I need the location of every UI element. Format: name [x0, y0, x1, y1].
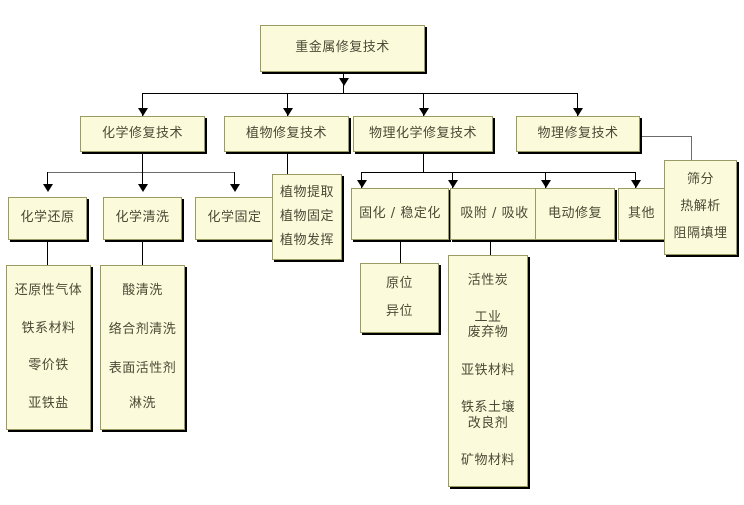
adsorption-item-4b: 改良剂 — [467, 415, 509, 431]
connector-reduction-down — [47, 240, 48, 265]
node-solidification-stabilization[interactable]: 固化 / 稳定化 — [351, 188, 449, 240]
connector-bus-level2 — [142, 93, 578, 94]
connector-solidification-down — [400, 240, 401, 263]
solidification-item-2: 异位 — [385, 303, 413, 319]
node-adsorption-absorption-label: 吸附 / 吸收 — [460, 205, 529, 221]
node-other-label: 其他 — [627, 205, 655, 221]
arrow-adsorption — [448, 180, 458, 188]
connector-bus-chem-c2 — [142, 172, 143, 190]
connector-bus-chemical — [47, 172, 234, 173]
node-physical-remediation-label: 物理修复技术 — [537, 125, 619, 141]
arrow-level2-2 — [283, 108, 293, 116]
node-chemical-reduction-label: 化学还原 — [20, 210, 75, 226]
physical-item-3: 阻隔填埋 — [673, 226, 728, 242]
connector-chemical-down — [142, 152, 143, 172]
connector-physical-down — [691, 136, 692, 160]
adsorption-item-2b: 废弃物 — [467, 325, 509, 341]
node-physicochemical-remediation-label: 物理化学修复技术 — [368, 125, 477, 141]
adsorption-item-3: 亚铁材料 — [460, 362, 515, 378]
plant-item-1: 植物提取 — [279, 184, 334, 200]
washing-item-3b: 淋洗 — [128, 395, 156, 411]
node-physical-items[interactable]: 筛分 热解析 阻隔填埋 — [664, 160, 737, 255]
node-root-label: 重金属修复技术 — [295, 40, 390, 56]
node-physicochemical-remediation[interactable]: 物理化学修复技术 — [353, 116, 493, 152]
node-plant-remediation-label: 植物修复技术 — [245, 125, 327, 141]
node-chemical-washing[interactable]: 化学清洗 — [103, 197, 182, 240]
adsorption-item-2a: 工业 — [474, 310, 502, 325]
node-electrokinetic-remediation-label: 电动修复 — [547, 205, 602, 221]
node-chemical-fixation[interactable]: 化学固定 — [195, 197, 274, 240]
connector-bus-l2-c1 — [142, 93, 143, 116]
arrow-chemical-fixation — [230, 184, 240, 192]
connector-bus-l2-c2 — [287, 93, 288, 116]
arrow-level2-3 — [419, 108, 429, 116]
connector-physical-right — [640, 136, 691, 137]
node-chemical-washing-label: 化学清洗 — [115, 210, 170, 226]
connector-bus-chem-c1 — [47, 172, 48, 190]
washing-item-3a: 表面活性剂 — [108, 360, 177, 376]
solidification-item-1: 原位 — [385, 275, 413, 291]
node-electrokinetic-remediation[interactable]: 电动修复 — [535, 188, 615, 240]
arrow-other — [631, 180, 641, 188]
reduction-item-4: 亚铁盐 — [28, 396, 69, 411]
node-plant-items[interactable]: 植物提取 植物固定 植物发挥 — [272, 174, 342, 260]
connector-bus-l2-c4 — [577, 93, 578, 116]
connector-plant-down — [287, 152, 288, 174]
arrow-level2-1 — [138, 108, 148, 116]
arrow-chemical-reduction — [43, 184, 53, 192]
connector-bus-chem-c3 — [234, 172, 235, 190]
connector-bus-l2-c3 — [423, 93, 424, 116]
plant-item-2: 植物固定 — [279, 208, 334, 224]
node-root[interactable]: 重金属修复技术 — [260, 25, 425, 72]
connector-bus-physchem — [361, 172, 635, 173]
connector-washing-down — [142, 240, 143, 265]
node-chemical-reduction-items[interactable]: 还原性气体 铁系材料 零价铁 亚铁盐 — [6, 265, 91, 430]
node-solidification-stabilization-label: 固化 / 稳定化 — [359, 205, 441, 221]
node-physical-remediation[interactable]: 物理修复技术 — [516, 116, 640, 152]
node-chemical-reduction[interactable]: 化学还原 — [8, 197, 87, 240]
node-chemical-remediation-label: 化学修复技术 — [101, 125, 183, 141]
reduction-item-2: 铁系材料 — [21, 320, 76, 336]
node-chemical-washing-items[interactable]: 酸清洗 络合剂清洗 表面活性剂 淋洗 — [100, 265, 185, 430]
arrow-level2-4 — [573, 108, 583, 116]
adsorption-item-5: 矿物材料 — [460, 453, 515, 469]
washing-item-2: 络合剂清洗 — [108, 322, 177, 337]
adsorption-item-4a: 铁系土壤 — [460, 400, 515, 416]
node-other[interactable]: 其他 — [618, 188, 665, 240]
node-chemical-remediation[interactable]: 化学修复技术 — [80, 116, 205, 152]
arrow-root-down — [339, 78, 349, 86]
connector-adsorption-down — [490, 240, 491, 255]
node-solidification-items[interactable]: 原位 异位 — [360, 263, 439, 333]
reduction-item-1: 还原性气体 — [14, 282, 83, 298]
physical-item-1: 筛分 — [686, 172, 714, 188]
physical-item-2: 热解析 — [680, 199, 721, 215]
arrow-chemical-washing — [138, 184, 148, 192]
node-chemical-fixation-label: 化学固定 — [207, 210, 262, 226]
adsorption-item-1: 活性炭 — [467, 272, 509, 288]
connector-physchem-down — [423, 152, 424, 172]
node-adsorption-items[interactable]: 活性炭 工业 废弃物 亚铁材料 铁系土壤 改良剂 矿物材料 — [448, 255, 528, 487]
arrow-solidification — [357, 180, 367, 188]
plant-item-3: 植物发挥 — [279, 232, 334, 248]
node-adsorption-absorption[interactable]: 吸附 / 吸收 — [450, 188, 539, 240]
washing-item-1: 酸清洗 — [122, 283, 163, 299]
reduction-item-3: 零价铁 — [28, 358, 69, 374]
node-plant-remediation[interactable]: 植物修复技术 — [224, 116, 349, 152]
arrow-electrokinetic — [541, 180, 551, 188]
